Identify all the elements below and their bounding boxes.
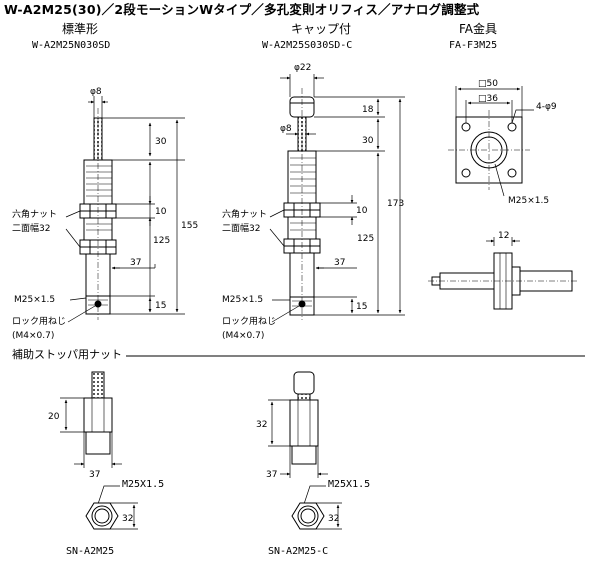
- standard-lock-spec: (M4×0.7): [12, 331, 54, 341]
- fa-bracket-side-view: [428, 252, 578, 310]
- stopper-nut-2-dims: [268, 399, 328, 505]
- capped-cap-length: 18: [362, 105, 374, 115]
- standard-stroke-value: 30: [155, 137, 167, 147]
- fa-model-code: FA-F3M25: [449, 40, 498, 51]
- thread-stub: [91, 371, 105, 399]
- mount-hole: [507, 168, 517, 178]
- capped-body-length: 125: [357, 234, 374, 244]
- stopper-nut-1-side: [83, 371, 113, 455]
- stopper-2-code: SN-A2M25-C: [268, 546, 328, 557]
- stopper-1-height: 20: [48, 412, 60, 422]
- mount-hole: [507, 122, 517, 132]
- stopper-2-thread: M25X1.5: [328, 479, 370, 490]
- capped-total-length: 173: [387, 199, 404, 209]
- standard-total-length: 155: [181, 221, 198, 231]
- capped-stroke-value: 30: [362, 136, 374, 146]
- capped-nut-label: 六角ナット: [222, 208, 267, 220]
- stopper-2-across-dim: [316, 502, 342, 530]
- fa-thickness: 12: [498, 231, 509, 241]
- standard-nut-width: 10: [155, 207, 167, 217]
- standard-thread-length: 15: [155, 301, 166, 311]
- capped-cap-diameter: φ22: [294, 63, 311, 73]
- capped-thread-length: 15: [356, 302, 367, 312]
- stopper-1-across-dim: [110, 502, 138, 530]
- mount-hole: [461, 168, 471, 178]
- cap: [293, 371, 315, 395]
- capped-thread-spec: M25×1.5: [222, 295, 263, 305]
- capped-lock-spec: (M4×0.7): [222, 331, 264, 341]
- stopper-nut-2-side: [289, 371, 319, 465]
- stopper-2-hex: 37: [266, 470, 277, 480]
- stopper-nut-1-end: [85, 502, 119, 530]
- fa-bracket-front-view: [448, 110, 530, 190]
- capped-nut-width: 10: [356, 206, 368, 216]
- standard-drawing: [79, 108, 117, 320]
- fa-thread-spec: M25×1.5: [508, 196, 549, 206]
- capped-rod-diameter: φ8: [280, 124, 292, 134]
- standard-heading: 標準形: [62, 22, 99, 36]
- capped-model-code: W-A2M25S030SD-C: [262, 40, 353, 51]
- stopper-2-height: 32: [256, 420, 267, 430]
- standard-rod-diameter: φ8: [90, 87, 102, 97]
- fa-hole-spec: 4-φ9: [536, 102, 557, 112]
- capped-nut-flats: 二面幅32: [222, 222, 260, 234]
- standard-nut-flats: 二面幅32: [12, 222, 50, 234]
- standard-nut-label: 六角ナット: [12, 208, 57, 220]
- capped-dimensions: [269, 74, 405, 323]
- capped-lock-label: ロック用ねじ: [222, 316, 276, 327]
- capped-hex-width: 37: [334, 258, 345, 268]
- stopper-2-across: 32: [328, 514, 339, 524]
- standard-model-code: W-A2M25N030SD: [32, 40, 111, 51]
- fa-outer-size: □50: [478, 79, 498, 89]
- stopper-1-hex: 37: [89, 470, 100, 480]
- page-title: W-A2M25(30)／2段モーションWタイプ／多孔変則オリフィス／アナログ調整…: [4, 2, 480, 17]
- standard-lock-label: ロック用ねじ: [12, 316, 66, 327]
- stopper-1-thread: M25X1.5: [122, 479, 164, 490]
- fa-heading: FA金具: [459, 22, 498, 36]
- stopper-nut-2-end: [291, 502, 325, 530]
- capped-heading: キャップ付: [291, 22, 352, 36]
- fa-inner-size: □36: [478, 94, 498, 104]
- capped-drawing: [283, 88, 321, 320]
- standard-body-length: 125: [153, 236, 170, 246]
- stopper-1-code: SN-A2M25: [66, 546, 114, 557]
- fa-dimensions: [455, 86, 534, 246]
- section-title: 補助ストッパ用ナット: [12, 348, 122, 361]
- standard-hex-width: 37: [130, 258, 141, 268]
- stopper-1-across: 32: [122, 514, 133, 524]
- standard-thread-spec: M25×1.5: [14, 295, 55, 305]
- standard-dimensions: [65, 96, 185, 323]
- mount-hole: [461, 122, 471, 132]
- stopper-nut-1-dims: [60, 397, 122, 505]
